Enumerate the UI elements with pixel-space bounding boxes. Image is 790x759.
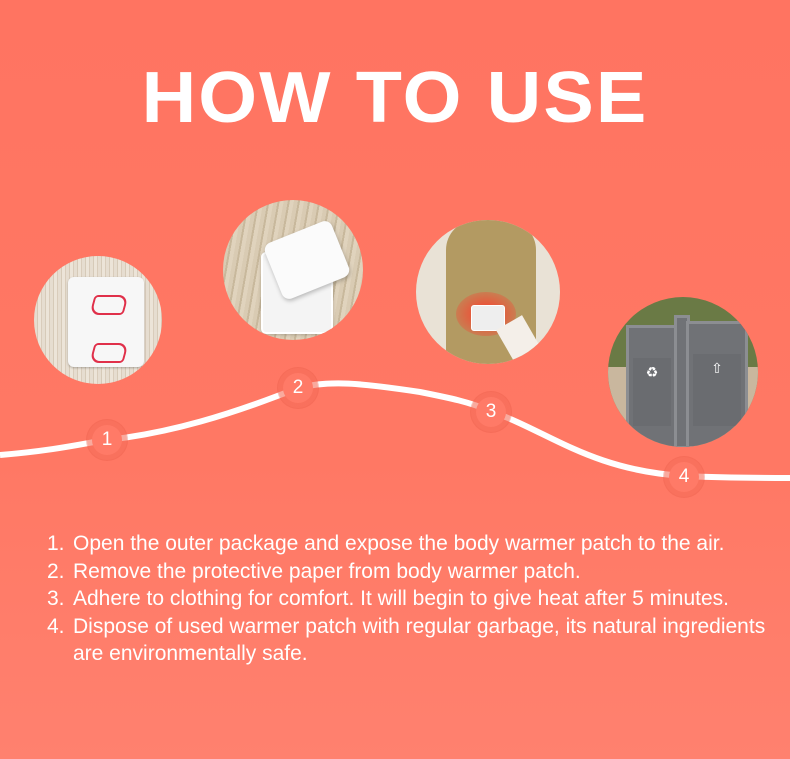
instruction-text: Dispose of used warmer patch with regula… [73, 614, 766, 666]
instruction-item: 2. Remove the protective paper from body… [47, 558, 767, 586]
instruction-item: 3. Adhere to clothing for comfort. It wi… [47, 585, 767, 613]
step-marker-4: 4 [669, 462, 699, 492]
instruction-item: 1. Open the outer package and expose the… [47, 530, 767, 558]
step-4-image: ♻ ⇧ [608, 297, 758, 447]
page-title: HOW TO USE [141, 58, 649, 138]
instruction-text: Open the outer package and expose the bo… [73, 532, 725, 555]
instruction-number: 4. [47, 614, 65, 638]
instruction-number: 2. [47, 559, 65, 583]
step-marker-1: 1 [92, 425, 122, 455]
step-2-image [223, 200, 363, 340]
instruction-text: Remove the protective paper from body wa… [73, 559, 581, 583]
instruction-number: 3. [47, 587, 65, 610]
step-1-image [34, 256, 162, 384]
warmer-packet-icon [68, 277, 144, 367]
step-marker-3: 3 [476, 397, 506, 427]
step-marker-2: 2 [283, 373, 313, 403]
instruction-number: 1. [47, 532, 65, 555]
other-waste-bin-icon: ⇧ [686, 321, 748, 447]
instruction-item: 4. Dispose of used warmer patch with reg… [47, 613, 767, 668]
instruction-list: 1. Open the outer package and expose the… [47, 530, 767, 668]
instruction-text: Adhere to clothing for comfort. It will … [73, 587, 730, 610]
step-3-image [416, 220, 560, 364]
applied-patch-icon [471, 305, 505, 331]
